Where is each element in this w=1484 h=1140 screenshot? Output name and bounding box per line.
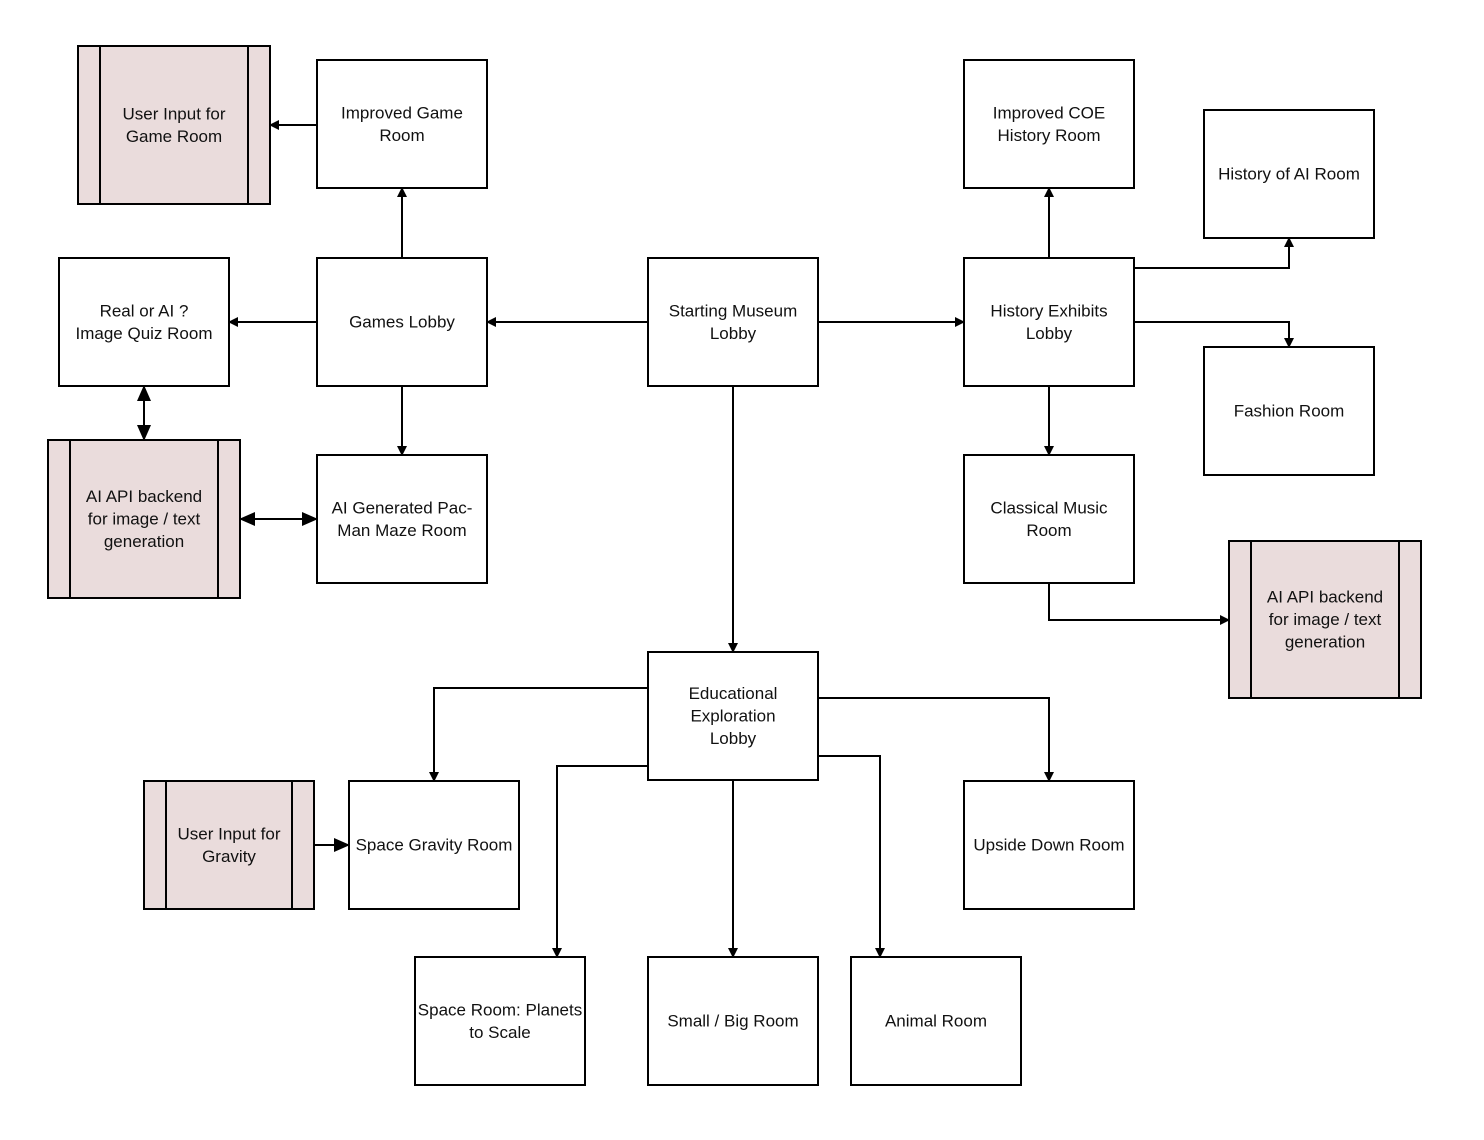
node-label-line: generation [104,532,184,551]
room-box [1203,346,1375,476]
node-small-big-room: Small / Big Room [647,956,819,1086]
node-label-line: Classical Music [990,498,1108,517]
node-label-line: AI Generated Pac- [332,498,473,517]
node-games-lobby: Games Lobby [316,257,488,387]
node-space-gravity-room: Space Gravity Room [348,780,520,910]
node-label-line: Upside Down Room [973,836,1124,855]
node-label-line: Educational [689,684,778,703]
node-label-line: User Input for [178,824,281,843]
room-box [1203,109,1375,239]
node-label-line: Small / Big Room [667,1012,798,1031]
edge-classical-music-room-to-ai-api-backend-right [1048,583,1230,625]
edge-educational-exploration-lobby-to-space-gravity-room [429,687,648,782]
node-label-line: Improved COE [993,103,1105,122]
node-label-line: AI API backend [1267,588,1383,607]
room-box [316,59,488,189]
node-real-or-ai-quiz-room: Real or AI ? Image Quiz Room [58,257,230,387]
node-label-line: Image Quiz Room [76,324,213,343]
room-box [647,956,819,1086]
node-label-line: Games Lobby [349,313,455,332]
node-label-line: Lobby [1026,324,1073,343]
edge-educational-exploration-lobby-to-upside-down-room [818,697,1054,782]
node-ai-generated-pacman-room: AI Generated Pac- Man Maze Room [316,454,488,584]
room-box [647,257,819,387]
node-label-line: Exploration [690,707,775,726]
room-box [58,257,230,387]
node-label-line: generation [1285,633,1365,652]
node-label-line: Space Room: Planets [418,1000,582,1019]
room-box [414,956,586,1086]
node-label-line: for image / text [1269,610,1382,629]
room-box [963,780,1135,910]
node-improved-coe-history-room: Improved COE History Room [963,59,1135,189]
node-label-line: Starting Museum [669,301,798,320]
node-label-line: Fashion Room [1234,402,1345,421]
room-box [647,651,819,781]
node-label-line: Lobby [710,729,757,748]
room-box [963,257,1135,387]
edge-educational-exploration-lobby-to-space-room-planets [552,765,648,958]
node-label-line: History Exhibits [990,301,1107,320]
node-animal-room: Animal Room [850,956,1022,1086]
process-shape [143,780,315,910]
node-ai-api-backend-left: AI API backend for image / text generation [47,439,241,599]
room-box [963,59,1135,189]
node-label-line: History Room [998,126,1101,145]
process-shape [47,439,241,599]
node-label-line: Improved Game [341,103,463,122]
node-fashion-room: Fashion Room [1203,346,1375,476]
room-box [316,257,488,387]
process-shape [77,45,271,205]
node-label-line: Room [1026,521,1071,540]
node-label-line: Man Maze Room [337,521,466,540]
node-label-line: AI API backend [86,487,202,506]
node-ai-api-backend-right: AI API backend for image / text generation [1228,540,1422,699]
edge-educational-exploration-lobby-to-animal-room [818,755,885,958]
node-upside-down-room: Upside Down Room [963,780,1135,910]
node-label-line: Room [379,126,424,145]
node-label-line: for image / text [88,510,201,529]
node-label-line: Game Room [126,127,222,146]
room-box [348,780,520,910]
room-box [316,454,488,584]
node-label-line: Animal Room [885,1012,987,1031]
node-label-line: History of AI Room [1218,165,1360,184]
node-label-line: Real or AI ? [100,301,189,320]
node-label-line: to Scale [469,1023,530,1042]
edge-history-exhibits-lobby-to-history-of-ai-room [1134,237,1294,269]
process-shape [1228,540,1422,699]
edge-history-exhibits-lobby-to-fashion-room [1134,321,1294,348]
node-label-line: Space Gravity Room [356,836,513,855]
node-label-line: Lobby [710,324,757,343]
node-label-line: Gravity [202,847,256,866]
node-space-room-planets: Space Room: Planets to Scale [414,956,586,1086]
room-box [850,956,1022,1086]
room-box [963,454,1135,584]
node-label-line: User Input for [123,104,226,123]
edges-layer [137,120,1294,958]
node-history-of-ai-room: History of AI Room [1203,109,1375,239]
